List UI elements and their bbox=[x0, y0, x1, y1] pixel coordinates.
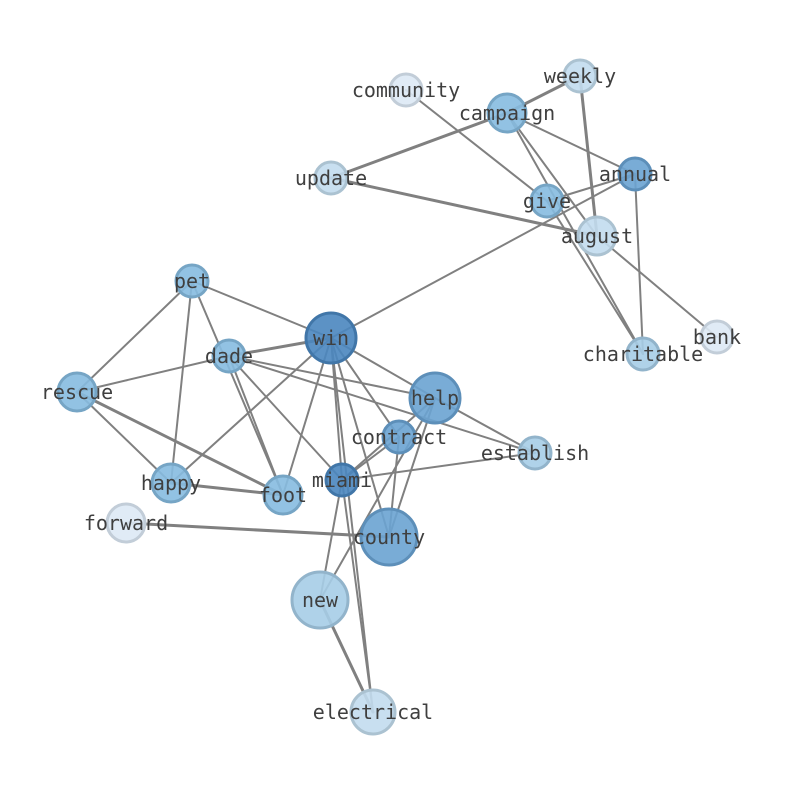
node-dade[interactable] bbox=[211, 338, 247, 374]
node-label-dade: dade bbox=[205, 344, 253, 368]
edge-forward-county bbox=[124, 521, 391, 539]
node-label-happy: happy bbox=[141, 471, 201, 495]
edge-dade-help bbox=[228, 355, 436, 399]
node-county[interactable] bbox=[359, 507, 419, 567]
node-label-miami: miami bbox=[312, 468, 372, 492]
node-label-county: county bbox=[353, 525, 425, 549]
edge-rescue-foot bbox=[75, 390, 285, 497]
edge-dade-miami bbox=[228, 355, 343, 481]
node-label-new: new bbox=[302, 588, 339, 612]
node-charitable[interactable] bbox=[625, 336, 661, 372]
node-pet[interactable] bbox=[174, 263, 210, 299]
edge-annual-win bbox=[330, 173, 636, 339]
node-label-campaign: campaign bbox=[459, 101, 555, 125]
node-annual[interactable] bbox=[617, 156, 653, 192]
node-label-august: august bbox=[561, 224, 633, 248]
node-rescue[interactable] bbox=[56, 371, 98, 413]
node-label-foot: foot bbox=[259, 483, 307, 507]
edge-august-bank bbox=[596, 235, 718, 338]
node-label-contract: contract bbox=[351, 425, 447, 449]
label-layer: community weekly campaign update annual give a… bbox=[41, 64, 741, 724]
edge-rescue-happy bbox=[76, 391, 172, 484]
node-help[interactable] bbox=[408, 371, 462, 425]
edge-miami-establish bbox=[341, 452, 536, 481]
edge-dade-rescue bbox=[76, 355, 230, 393]
node-label-charitable: charitable bbox=[583, 342, 703, 366]
node-electrical[interactable] bbox=[349, 688, 397, 736]
node-label-electrical: electrical bbox=[313, 700, 433, 724]
node-update[interactable] bbox=[313, 160, 349, 196]
edge-win-foot bbox=[282, 337, 332, 496]
edge-campaign-annual bbox=[506, 112, 636, 175]
node-label-give: give bbox=[523, 189, 571, 213]
node-happy[interactable] bbox=[150, 462, 192, 504]
node-contract[interactable] bbox=[381, 419, 417, 455]
node-label-community: community bbox=[352, 78, 460, 102]
edge-give-charitable bbox=[546, 200, 644, 355]
edge-campaign-charitable bbox=[506, 112, 644, 355]
edge-win-electrical bbox=[330, 337, 374, 713]
node-forward[interactable] bbox=[105, 502, 147, 544]
node-weekly[interactable] bbox=[562, 58, 598, 94]
node-label-weekly: weekly bbox=[544, 64, 616, 88]
edge-pet-happy bbox=[170, 280, 193, 484]
node-new[interactable] bbox=[290, 570, 350, 630]
edge-update-august bbox=[329, 176, 599, 238]
node-label-help: help bbox=[411, 386, 459, 410]
node-label-establish: establish bbox=[481, 441, 589, 465]
node-label-pet: pet bbox=[174, 269, 210, 293]
node-layer bbox=[56, 58, 735, 736]
node-label-win: win bbox=[313, 326, 349, 350]
node-establish[interactable] bbox=[517, 435, 553, 471]
edge-community-give bbox=[405, 89, 548, 202]
node-august[interactable] bbox=[576, 215, 618, 257]
node-win[interactable] bbox=[304, 311, 358, 365]
edge-pet-foot bbox=[191, 280, 284, 496]
node-miami[interactable] bbox=[324, 462, 360, 498]
node-give[interactable] bbox=[529, 183, 565, 219]
node-bank[interactable] bbox=[699, 319, 735, 355]
edge-campaign-august bbox=[506, 112, 598, 237]
edge-weekly-august bbox=[578, 74, 599, 238]
edge-help-new bbox=[319, 397, 436, 601]
edge-pet-rescue bbox=[76, 280, 193, 393]
node-label-bank: bank bbox=[693, 325, 741, 349]
edge-dade-establish bbox=[228, 355, 536, 454]
node-campaign[interactable] bbox=[486, 92, 528, 134]
node-foot[interactable] bbox=[262, 474, 304, 516]
edge-dade-foot bbox=[228, 355, 284, 496]
edge-win-county bbox=[330, 337, 390, 538]
node-label-annual: annual bbox=[599, 162, 671, 186]
node-label-update: update bbox=[295, 166, 367, 190]
node-label-forward: forward bbox=[84, 511, 168, 535]
edge-campaign-update bbox=[329, 111, 509, 180]
node-community[interactable] bbox=[388, 72, 424, 108]
node-label-rescue: rescue bbox=[41, 380, 113, 404]
edge-annual-charitable bbox=[634, 173, 644, 355]
